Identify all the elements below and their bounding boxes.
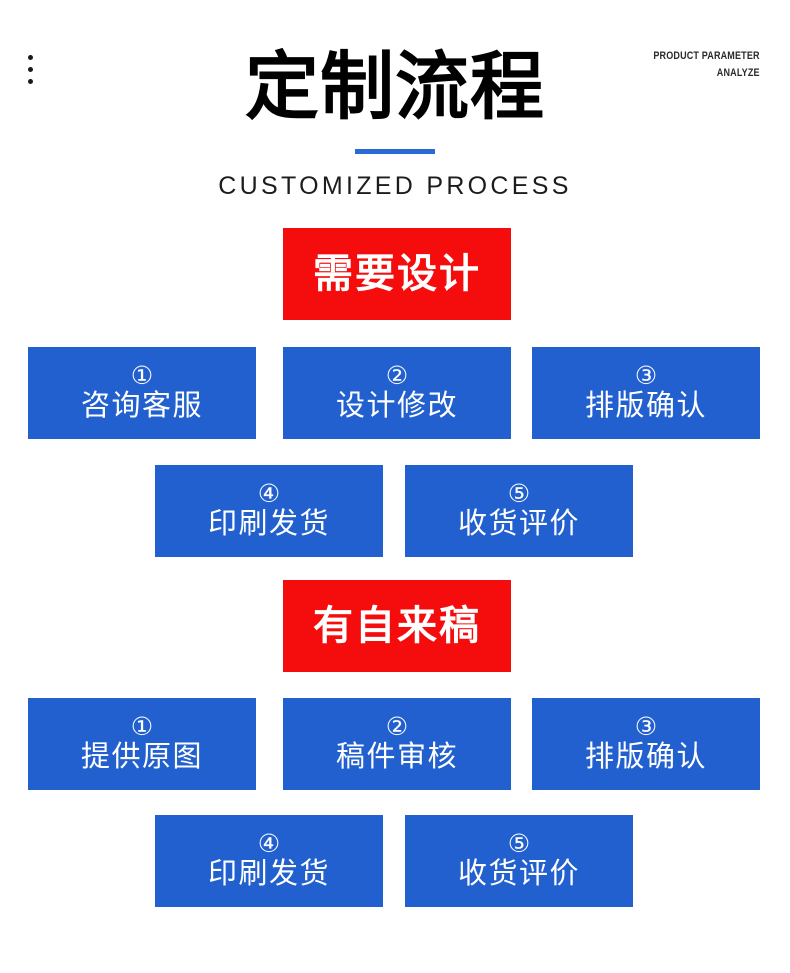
kebab-dot bbox=[28, 67, 33, 72]
step-card-2-4[interactable]: ④ 印刷发货 bbox=[155, 815, 383, 907]
step-number: ② bbox=[385, 713, 409, 742]
step-number: ② bbox=[385, 362, 409, 391]
flow-banner-label: 有自来稿 bbox=[313, 604, 481, 648]
step-label: 稿件审核 bbox=[335, 741, 458, 774]
step-label: 印刷发货 bbox=[207, 508, 330, 541]
flow-banner-own-artwork[interactable]: 有自来稿 bbox=[283, 580, 511, 672]
step-label: 咨询客服 bbox=[80, 390, 203, 423]
corner-label-line1: PRODUCT PARAMETER bbox=[653, 50, 760, 62]
step-card-2-2[interactable]: ② 稿件审核 bbox=[283, 698, 511, 790]
page-title: 定制流程 bbox=[245, 45, 545, 128]
kebab-dot bbox=[28, 79, 33, 84]
step-number: ③ bbox=[634, 362, 658, 391]
page-subtitle: CUSTOMIZED PROCESS bbox=[218, 172, 572, 200]
kebab-dot bbox=[28, 55, 33, 60]
step-label: 排版确认 bbox=[584, 390, 707, 423]
step-number: ③ bbox=[634, 713, 658, 742]
step-card-1-4[interactable]: ④ 印刷发货 bbox=[155, 465, 383, 557]
step-card-1-2[interactable]: ② 设计修改 bbox=[283, 347, 511, 439]
flow-banner-need-design[interactable]: 需要设计 bbox=[283, 228, 511, 320]
step-card-2-5[interactable]: ⑤ 收货评价 bbox=[405, 815, 633, 907]
step-card-1-3[interactable]: ③ 排版确认 bbox=[532, 347, 760, 439]
corner-label: PRODUCT PARAMETER ANALYZE bbox=[630, 48, 760, 82]
title-underline-rule bbox=[355, 149, 435, 154]
flow-banner-label: 需要设计 bbox=[313, 252, 481, 296]
step-number: ① bbox=[130, 362, 154, 391]
step-number: ④ bbox=[257, 480, 281, 509]
step-card-2-3[interactable]: ③ 排版确认 bbox=[532, 698, 760, 790]
step-number: ④ bbox=[257, 830, 281, 859]
step-label: 收货评价 bbox=[457, 858, 580, 891]
step-number: ① bbox=[130, 713, 154, 742]
step-label: 排版确认 bbox=[584, 741, 707, 774]
step-label: 设计修改 bbox=[335, 390, 458, 423]
step-number: ⑤ bbox=[507, 480, 531, 509]
step-card-1-5[interactable]: ⑤ 收货评价 bbox=[405, 465, 633, 557]
step-label: 收货评价 bbox=[457, 508, 580, 541]
kebab-menu-icon[interactable] bbox=[28, 55, 34, 85]
step-number: ⑤ bbox=[507, 830, 531, 859]
corner-label-line2: ANALYZE bbox=[717, 67, 760, 80]
step-label: 提供原图 bbox=[80, 741, 203, 774]
step-card-2-1[interactable]: ① 提供原图 bbox=[28, 698, 256, 790]
step-label: 印刷发货 bbox=[207, 858, 330, 891]
step-card-1-1[interactable]: ① 咨询客服 bbox=[28, 347, 256, 439]
